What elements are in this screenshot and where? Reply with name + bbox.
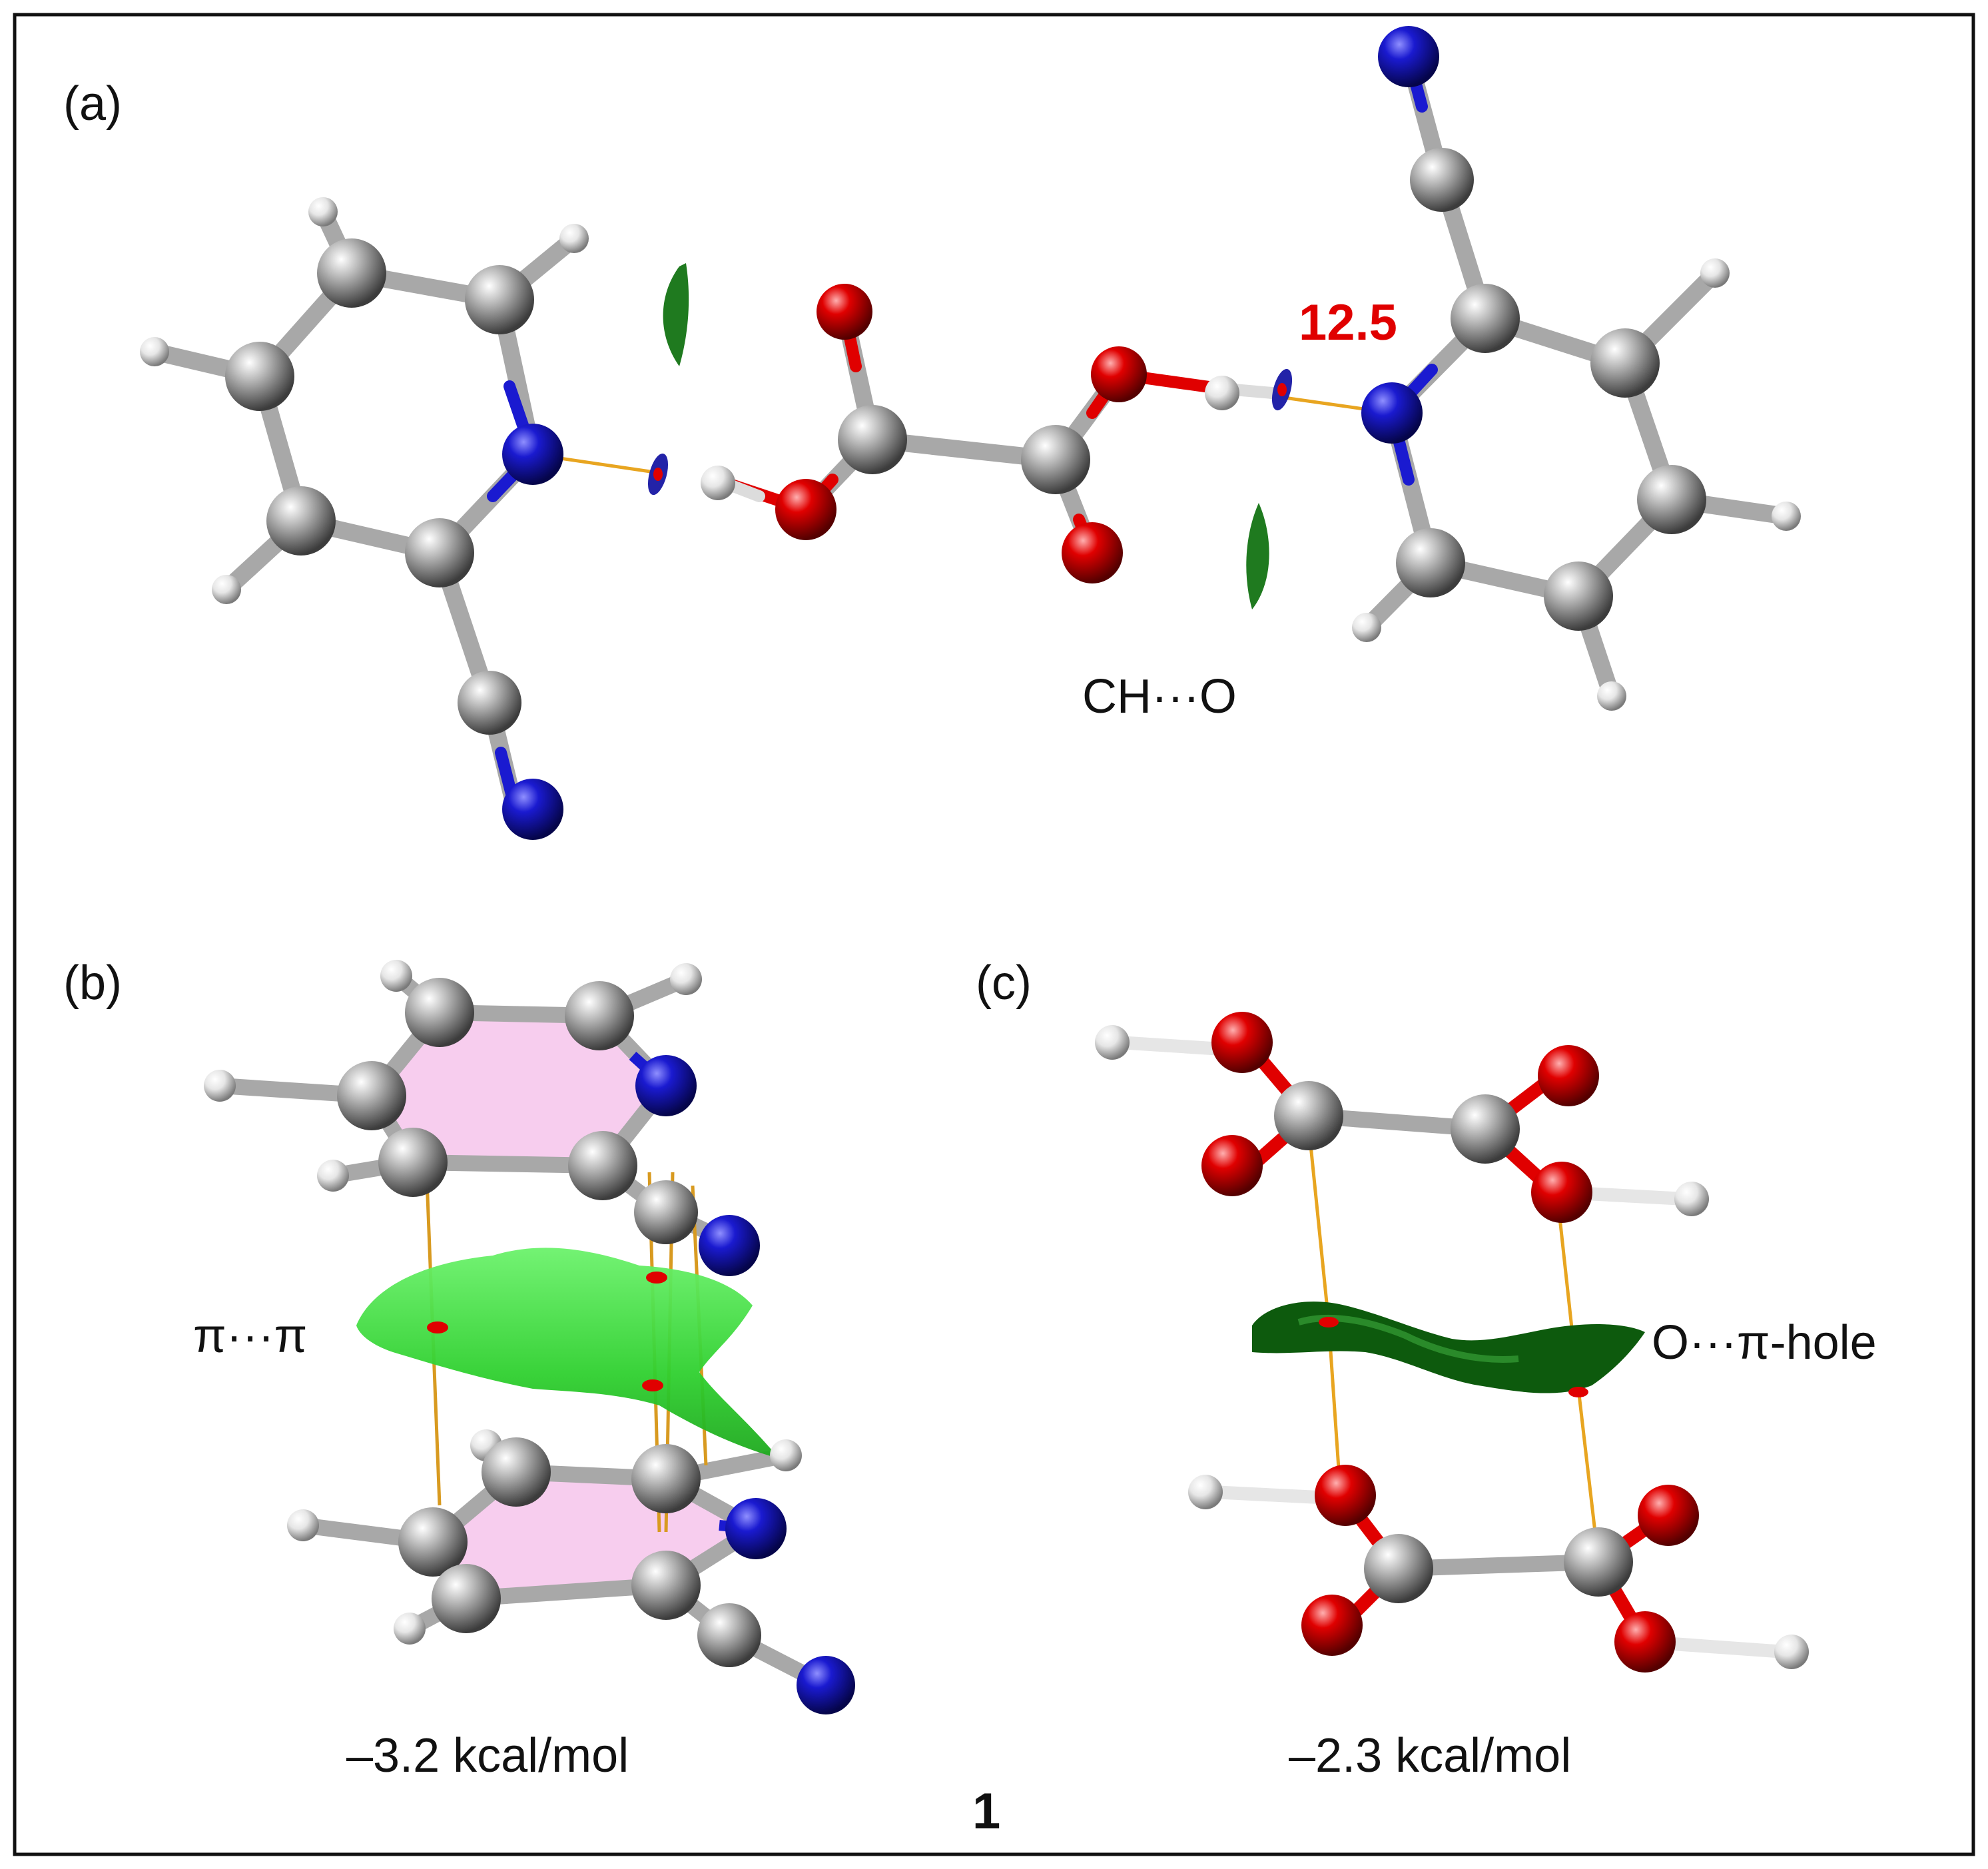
bcp-a2 [1277,383,1287,396]
nci-surface-a1 [663,263,689,366]
panel-c-interaction-label: O···π-hole [1652,1316,1877,1369]
panel-a-interaction-label: CH···O [1082,670,1237,723]
panel-a-tag: (a) [63,77,122,131]
nci-surface-c [1252,1302,1645,1393]
molecule-c [1095,1012,1809,1673]
nci-surface-a2 [1246,503,1269,609]
panel-c-energy-label: –2.3 kcal/mol [1289,1729,1571,1782]
figure-frame [13,13,1975,1856]
nci-surface-b [356,1248,779,1459]
molecule-b [204,960,855,1714]
panel-a-value-label: 12.5 [1299,294,1397,351]
compound-number: 1 [972,1783,1000,1840]
panel-b-energy-label: –3.2 kcal/mol [346,1729,629,1782]
panel-c-tag: (c) [976,956,1032,1010]
panel-b-interaction-label: π···π [193,1309,307,1363]
molecule-a [140,26,1801,840]
bcp-a1 [653,468,663,481]
panel-b-tag: (b) [63,956,122,1010]
